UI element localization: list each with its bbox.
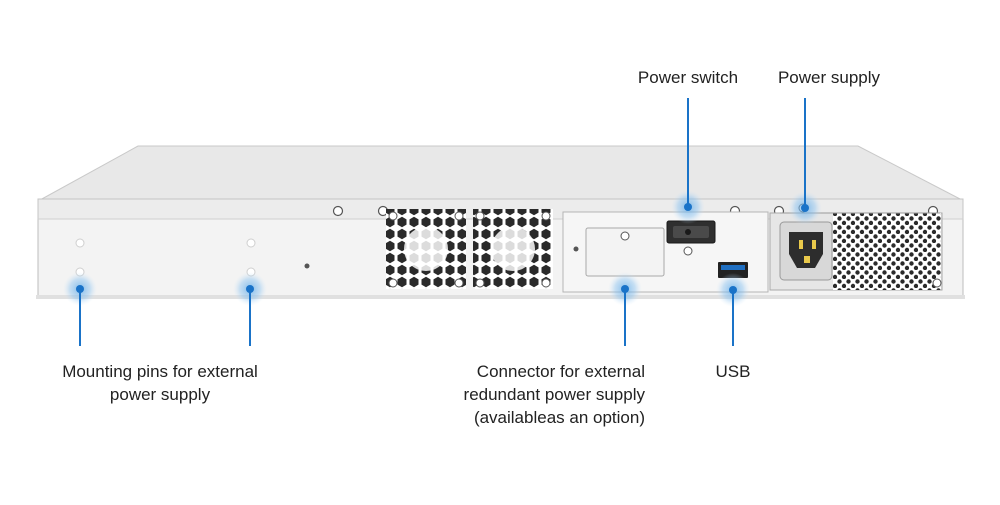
- power-supply-label: Power supply: [729, 66, 929, 89]
- label-line: power supply: [109, 385, 211, 404]
- fan-vent-left: [386, 209, 466, 289]
- label-line: Mounting pins for external: [62, 362, 258, 381]
- mounting-pins-label: Mounting pins for external power supply: [30, 360, 290, 406]
- label-line: USB: [715, 362, 751, 381]
- label-line: Power supply: [777, 68, 881, 87]
- label-line: Power switch: [637, 68, 739, 87]
- callout-markers: [63, 98, 822, 346]
- usb-label: USB: [683, 360, 783, 383]
- power-switch-label: Power switch: [588, 66, 788, 89]
- label-line: Connector for external: [476, 362, 645, 381]
- power-switch: [666, 220, 716, 244]
- power-supply-unit: [769, 203, 943, 291]
- usb-port: [718, 262, 748, 278]
- chassis-top: [39, 145, 963, 201]
- label-line: redundant power supply: [463, 385, 645, 404]
- fan-vent-right: [473, 209, 553, 289]
- redundant-connector-label: Connector for external redundant power su…: [400, 360, 645, 429]
- label-line: (availableas an option): [473, 408, 645, 427]
